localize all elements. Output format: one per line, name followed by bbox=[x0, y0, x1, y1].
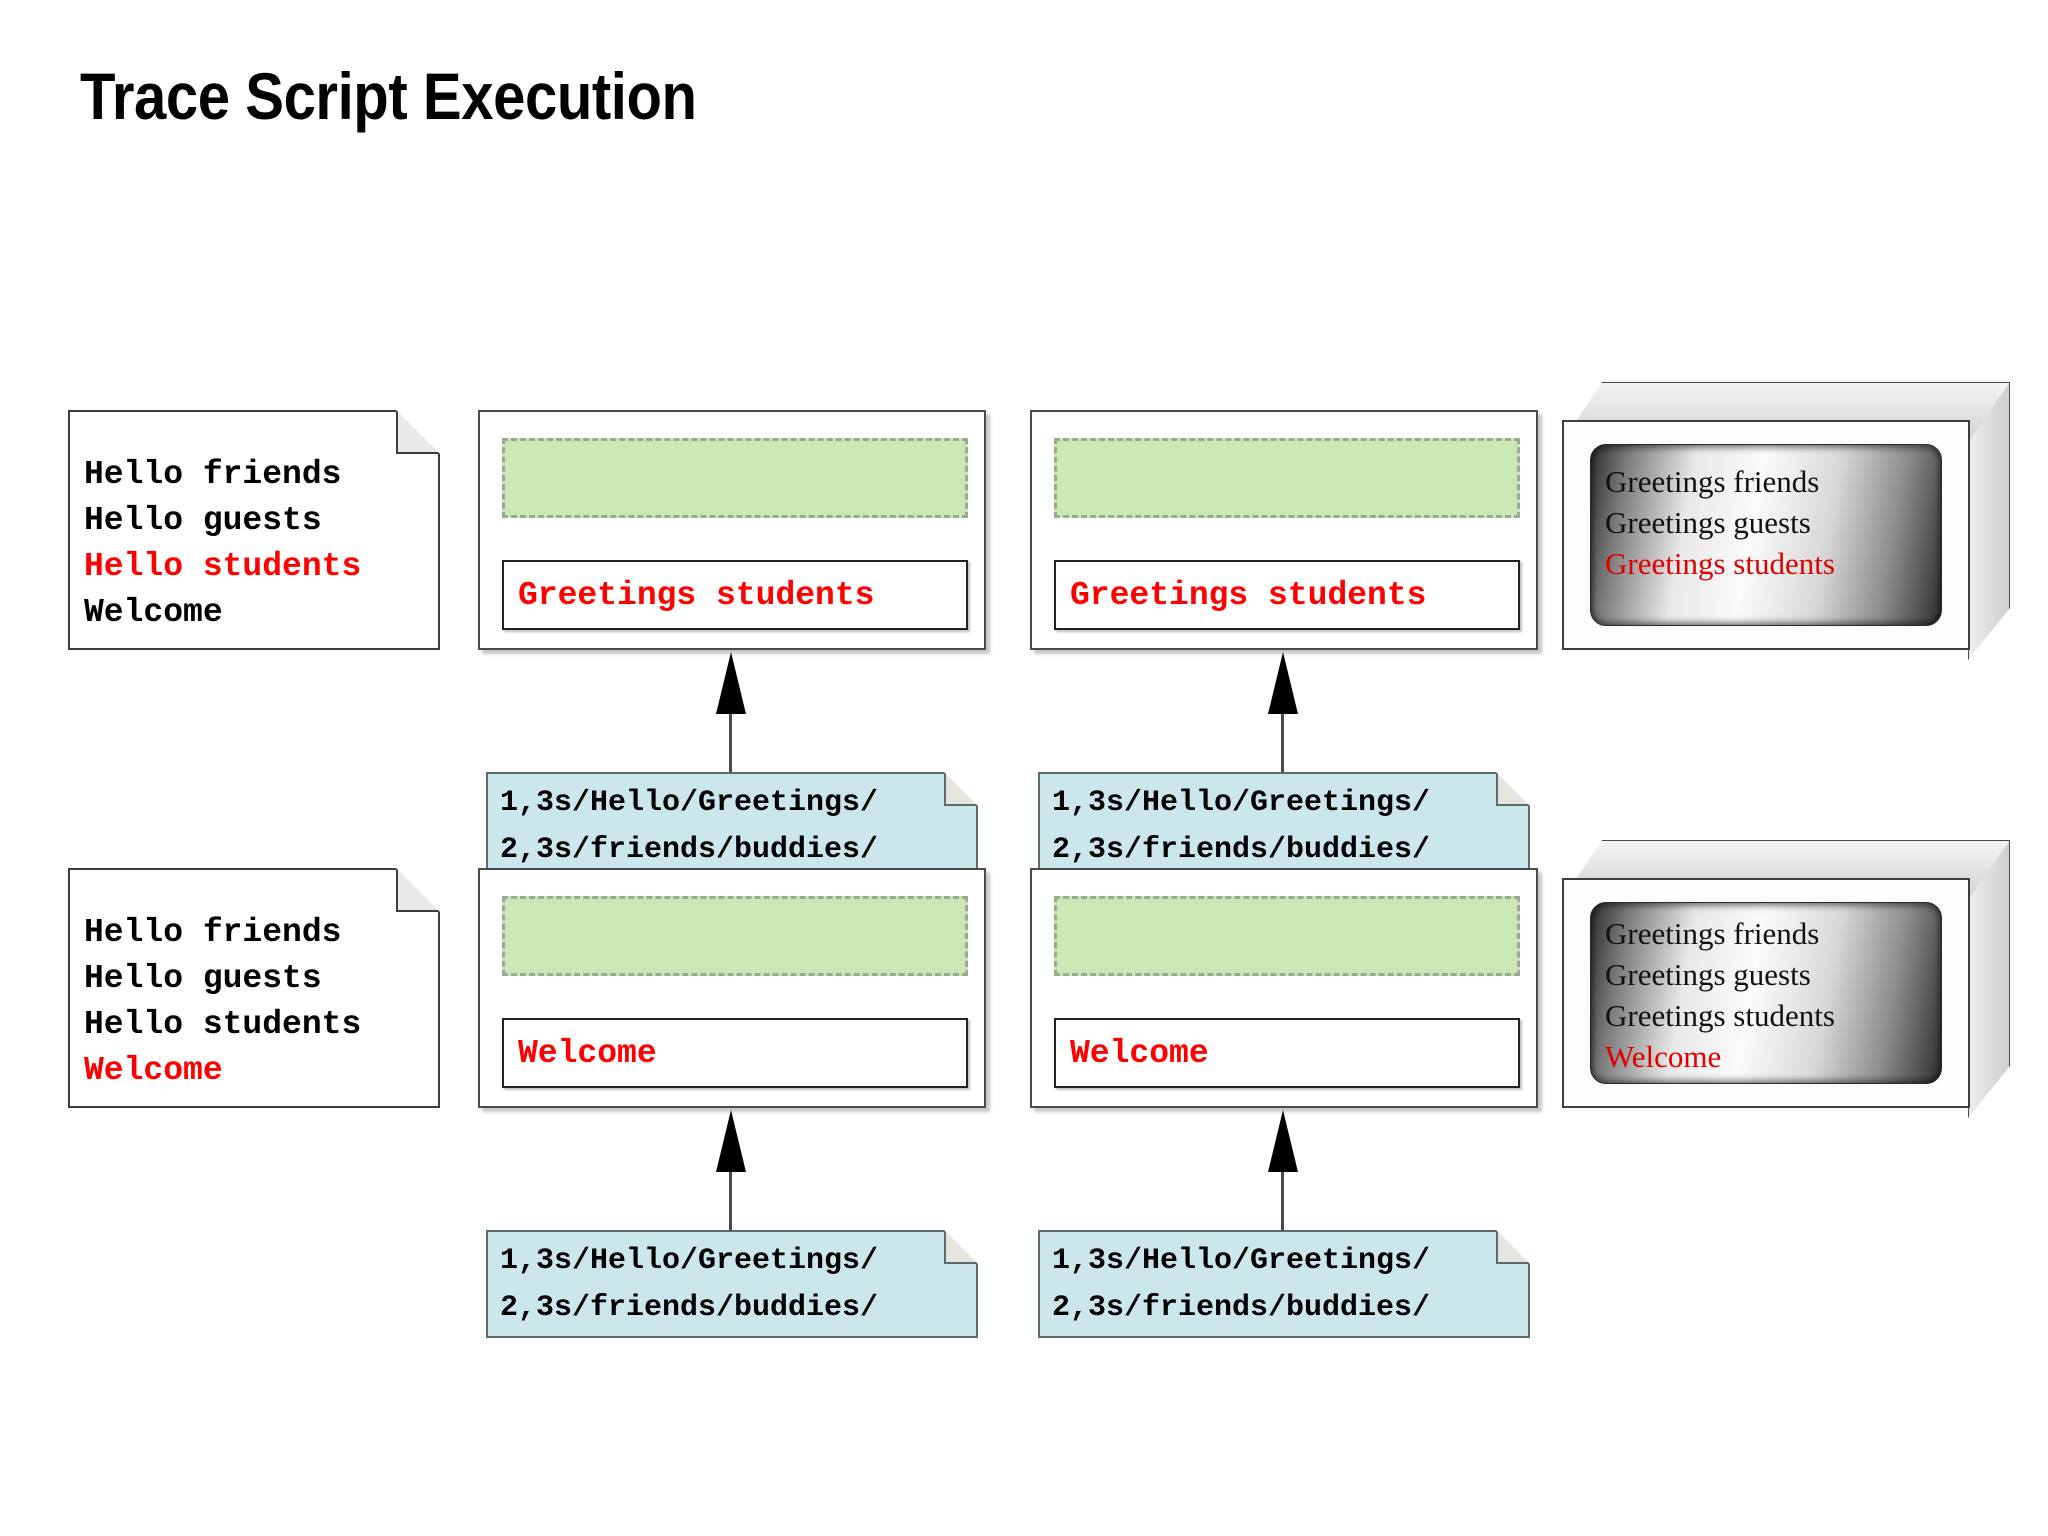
arrow-head bbox=[716, 1110, 746, 1172]
note-text-lines: 1,3s/Hello/Greetings/ 2,3s/friends/buddi… bbox=[1052, 780, 1524, 874]
pattern-space-area bbox=[502, 896, 968, 976]
script-line: 1,3s/Hello/Greetings/ bbox=[1052, 1244, 1431, 1278]
page-fold-corner-icon bbox=[396, 868, 440, 912]
document-line-highlighted: Hello students bbox=[84, 548, 362, 585]
pattern-space-area bbox=[502, 438, 968, 518]
screen-line: Greetings students bbox=[1605, 998, 1835, 1033]
document-line: Hello students bbox=[84, 1006, 362, 1043]
monitor-screen: Greetings friends Greetings guests Greet… bbox=[1590, 902, 1942, 1084]
pattern-space-panel-b: Greetings students bbox=[1030, 410, 1538, 650]
output-line-box: Welcome bbox=[1054, 1018, 1520, 1088]
output-line-text: Greetings students bbox=[518, 576, 875, 614]
note-text-lines: 1,3s/Hello/Greetings/ 2,3s/friends/buddi… bbox=[500, 1238, 972, 1332]
flow-arrow-up-icon bbox=[710, 1110, 752, 1240]
output-line-box: Greetings students bbox=[1054, 560, 1520, 630]
document-line: Hello guests bbox=[84, 960, 322, 997]
input-file-document: Hello friends Hello guests Hello student… bbox=[68, 868, 440, 1108]
page-fold-corner-icon bbox=[396, 410, 440, 454]
document-body bbox=[68, 410, 440, 650]
document-line: Hello friends bbox=[84, 456, 342, 493]
page-title: Trace Script Execution bbox=[80, 59, 697, 133]
monitor-front-face: Greetings friends Greetings guests Greet… bbox=[1562, 420, 1970, 650]
monitor-screen: Greetings friends Greetings guests Greet… bbox=[1590, 444, 1942, 626]
arrow-head bbox=[716, 652, 746, 714]
document-text-lines: Hello friends Hello guests Hello student… bbox=[84, 910, 430, 1094]
arrow-stem bbox=[1281, 1160, 1284, 1240]
document-line: Hello guests bbox=[84, 502, 322, 539]
note-body bbox=[486, 772, 978, 880]
screen-line: Greetings guests bbox=[1605, 505, 1811, 540]
output-line-box: Greetings students bbox=[502, 560, 968, 630]
output-line-box: Welcome bbox=[502, 1018, 968, 1088]
arrow-stem bbox=[729, 702, 732, 782]
output-line-text: Greetings students bbox=[1070, 576, 1427, 614]
document-line: Welcome bbox=[84, 594, 223, 631]
script-line: 2,3s/friends/buddies/ bbox=[1052, 1291, 1431, 1325]
output-monitor-2: Greetings friends Greetings guests Greet… bbox=[1562, 840, 2010, 1118]
screen-line-highlighted: Greetings students bbox=[1605, 546, 1835, 581]
arrow-stem bbox=[1281, 702, 1284, 782]
flow-arrow-up-icon bbox=[1262, 652, 1304, 782]
pattern-space-area bbox=[1054, 896, 1520, 976]
note-body bbox=[1038, 1230, 1530, 1338]
pattern-space-panel-a: Greetings students bbox=[478, 410, 986, 650]
trace-row-2: Hello friends Hello guests Hello student… bbox=[0, 848, 2048, 1318]
screen-line: Greetings guests bbox=[1605, 957, 1811, 992]
arrow-stem bbox=[729, 1160, 732, 1240]
screen-line: Greetings friends bbox=[1605, 464, 1820, 499]
flow-arrow-up-icon bbox=[1262, 1110, 1304, 1240]
input-file-document: Hello friends Hello guests Hello student… bbox=[68, 410, 440, 650]
script-line: 1,3s/Hello/Greetings/ bbox=[500, 786, 879, 820]
pattern-space-panel-a: Welcome bbox=[478, 868, 986, 1108]
script-line: 1,3s/Hello/Greetings/ bbox=[1052, 786, 1431, 820]
arrow-head bbox=[1268, 652, 1298, 714]
document-line-highlighted: Welcome bbox=[84, 1052, 223, 1089]
output-monitor-1: Greetings friends Greetings guests Greet… bbox=[1562, 382, 2010, 660]
script-line: 2,3s/friends/buddies/ bbox=[500, 833, 879, 867]
script-line: 2,3s/friends/buddies/ bbox=[1052, 833, 1431, 867]
monitor-front-face: Greetings friends Greetings guests Greet… bbox=[1562, 878, 1970, 1108]
note-text-lines: 1,3s/Hello/Greetings/ 2,3s/friends/buddi… bbox=[500, 780, 972, 874]
screen-line: Greetings friends bbox=[1605, 916, 1820, 951]
screen-line-highlighted: Welcome bbox=[1605, 1039, 1722, 1074]
script-note-b: 1,3s/Hello/Greetings/ 2,3s/friends/buddi… bbox=[1038, 1230, 1530, 1338]
note-body bbox=[486, 1230, 978, 1338]
script-line: 1,3s/Hello/Greetings/ bbox=[500, 1244, 879, 1278]
pattern-space-area bbox=[1054, 438, 1520, 518]
document-body bbox=[68, 868, 440, 1108]
flow-arrow-up-icon bbox=[710, 652, 752, 782]
note-text-lines: 1,3s/Hello/Greetings/ 2,3s/friends/buddi… bbox=[1052, 1238, 1524, 1332]
trace-row-1: Hello friends Hello guests Hello student… bbox=[0, 390, 2048, 860]
pattern-space-panel-b: Welcome bbox=[1030, 868, 1538, 1108]
script-line: 2,3s/friends/buddies/ bbox=[500, 1291, 879, 1325]
note-body bbox=[1038, 772, 1530, 880]
script-note-a: 1,3s/Hello/Greetings/ 2,3s/friends/buddi… bbox=[486, 1230, 978, 1338]
output-line-text: Welcome bbox=[1070, 1034, 1209, 1072]
output-line-text: Welcome bbox=[518, 1034, 657, 1072]
script-note-b: 1,3s/Hello/Greetings/ 2,3s/friends/buddi… bbox=[1038, 772, 1530, 880]
script-note-a: 1,3s/Hello/Greetings/ 2,3s/friends/buddi… bbox=[486, 772, 978, 880]
document-line: Hello friends bbox=[84, 914, 342, 951]
arrow-head bbox=[1268, 1110, 1298, 1172]
document-text-lines: Hello friends Hello guests Hello student… bbox=[84, 452, 430, 636]
